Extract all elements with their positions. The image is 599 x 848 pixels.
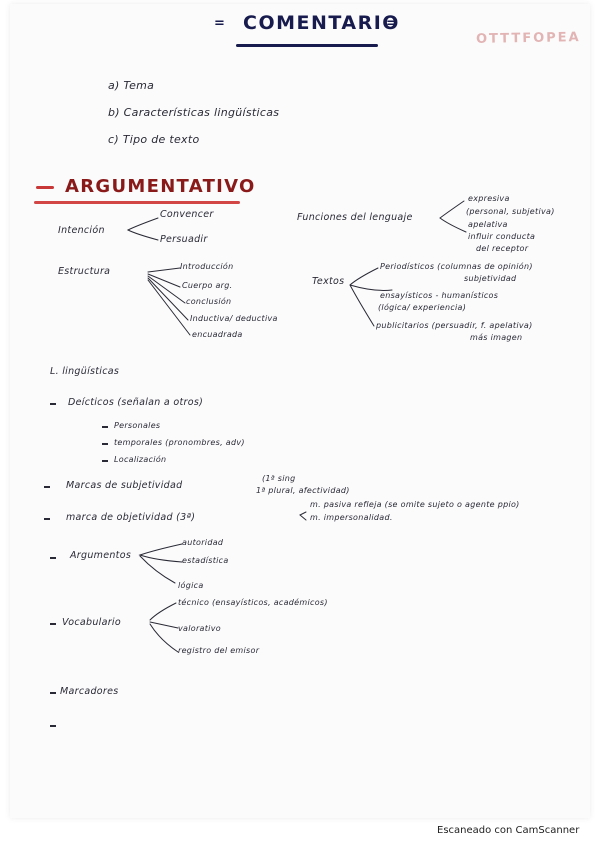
vocabulario-item: técnico (ensayísticos, académicos) <box>178 598 328 607</box>
deicticos-item: Localización <box>114 455 167 464</box>
intro-item-b: b) Características lingüísticas <box>108 106 280 119</box>
deicticos-item: Personales <box>114 421 161 430</box>
subjetividad-note: (1ª sing <box>262 474 296 483</box>
title-underline <box>236 44 378 47</box>
sparkle-left-icon: = <box>214 16 225 31</box>
textos-item: ensayísticos - humanísticos <box>380 291 499 300</box>
argumentos-item: lógica <box>178 581 204 590</box>
intencion-item: Convencer <box>160 209 214 220</box>
bullet-dash <box>50 692 56 694</box>
funciones-item: (personal, subjetiva) <box>466 207 555 216</box>
estructura-label: Estructura <box>58 266 111 277</box>
section-heading: ARGUMENTATIVO <box>65 176 256 197</box>
deicticos-label: Deícticos (señalan a otros) <box>68 397 204 408</box>
page-title: COMENTARIO <box>243 12 400 34</box>
intencion-label: Intención <box>58 225 105 236</box>
objetividad-note: m. impersonalidad. <box>310 513 393 522</box>
objetividad-note: m. pasiva refleja (se omite sujeto o age… <box>310 500 520 509</box>
estructura-item: Cuerpo arg. <box>182 281 233 290</box>
bullet-dash <box>102 460 108 462</box>
notebook-page <box>10 4 590 818</box>
bullet-dash <box>102 426 108 428</box>
objetividad-label: marca de objetividad (3ª) <box>66 512 196 523</box>
intro-item-a: a) Tema <box>108 79 155 92</box>
marcadores-label: Marcadores <box>60 686 119 697</box>
textos-note: subjetividad <box>464 274 517 283</box>
intro-item-c: c) Tipo de texto <box>108 133 200 146</box>
funciones-item: expresiva <box>468 194 510 203</box>
heading-dash <box>36 186 54 189</box>
vocabulario-item: registro del emisor <box>178 646 260 655</box>
sparkle-right-icon: = <box>386 16 397 31</box>
bullet-dash <box>102 443 108 445</box>
estructura-item: Inductiva/ deductiva <box>190 314 278 323</box>
argumentos-label: Argumentos <box>70 550 132 561</box>
textos-label: Textos <box>312 276 345 287</box>
bullet-dash <box>44 486 50 488</box>
estructura-item: encuadrada <box>192 330 243 339</box>
bullet-dash <box>50 725 56 727</box>
funciones-item: influir conducta <box>468 232 536 241</box>
vocabulario-item: valorativo <box>178 624 221 633</box>
subjetividad-label: Marcas de subjetividad <box>66 480 183 491</box>
estructura-item: conclusión <box>186 297 232 306</box>
funciones-label: Funciones del lenguaje <box>297 212 413 223</box>
funciones-item: apelativa <box>468 220 508 229</box>
argumentos-item: autoridad <box>182 538 224 547</box>
subjetividad-note: 1ª plural, afectividad) <box>256 486 350 495</box>
scanner-watermark: Escaneado con CamScanner <box>437 825 580 836</box>
textos-item: publicitarios (persuadir, f. apelativa) <box>376 321 533 330</box>
funciones-item: del receptor <box>476 244 529 253</box>
bullet-dash <box>50 403 56 405</box>
argumentos-item: estadística <box>182 556 229 565</box>
heading-underline <box>34 201 240 204</box>
estructura-item: Introducción <box>180 262 234 271</box>
vocabulario-label: Vocabulario <box>62 617 121 628</box>
intencion-item: Persuadir <box>160 234 208 245</box>
bullet-dash <box>44 518 50 520</box>
bullet-dash <box>50 557 56 559</box>
textos-note: (lógica/ experiencia) <box>378 303 467 312</box>
lingu-label: L. lingüísticas <box>50 366 120 377</box>
bullet-dash <box>50 623 56 625</box>
deicticos-item: temporales (pronombres, adv) <box>114 438 245 447</box>
textos-note: más imagen <box>470 333 523 342</box>
textos-item: Periodísticos (columnas de opinión) <box>380 262 533 271</box>
